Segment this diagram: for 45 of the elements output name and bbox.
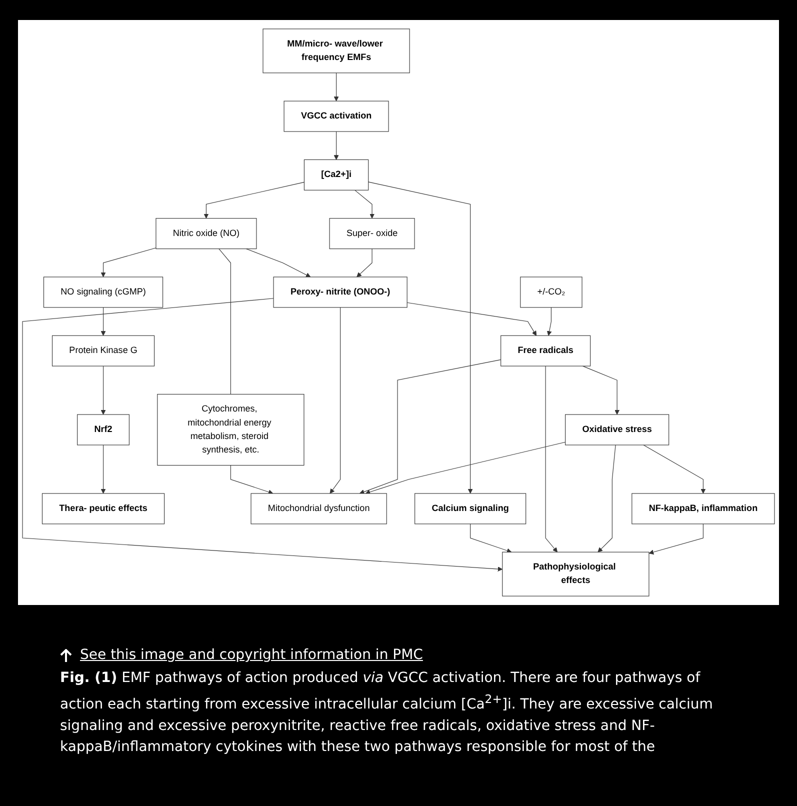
arrow	[230, 465, 274, 494]
arrow	[22, 298, 503, 572]
node-box: Free radicals	[500, 335, 591, 366]
arrow	[545, 366, 558, 552]
node-box: Nrf2	[77, 414, 130, 446]
node-box: Mitochondrial dysfunction	[250, 493, 387, 524]
figure-caption: Fig. (1) EMF pathways of action produced via VGCC activation. There are four pathways of action each starting from excessive intracellular calcium [Ca$^{2+}$]i. They are excessive calcium signaling and excessive peroxynitrite, reactive free radicals, oxidative stress and NF-kappaB/inflammatory cytokines with these two pathways responsible for most of the	[60, 669, 714, 757]
arrow	[334, 131, 339, 160]
connector	[218, 248, 231, 395]
node-box: Nitric oxide (NO)	[156, 218, 257, 250]
arrow	[359, 359, 502, 494]
arrow	[356, 248, 372, 278]
node-box: Oxidative stress	[565, 414, 670, 446]
arrow	[100, 248, 156, 278]
arrow	[648, 524, 704, 555]
arrow	[470, 524, 512, 553]
arrow	[643, 444, 706, 494]
arrow	[546, 307, 552, 336]
node-box: NF-kappaB, inflammation	[632, 493, 775, 524]
arrow	[582, 366, 620, 415]
node-box: Peroxy- nitrite (ONOO-)	[273, 276, 408, 308]
arrow	[100, 366, 106, 415]
arrow	[246, 248, 311, 278]
arrow	[365, 442, 566, 494]
node-box: Pathophysiological effects	[502, 552, 650, 596]
node-box: Cytochromes, mitochondrial energy metabolism, steroid synthesis, etc.	[157, 394, 304, 466]
arrow	[100, 307, 106, 336]
arrow	[368, 182, 473, 494]
arrow	[204, 182, 304, 219]
node-box: Calcium signaling	[414, 493, 526, 524]
node-box: Thera- peutic effects	[42, 493, 165, 524]
arrow	[100, 444, 106, 494]
node-box: Super- oxide	[329, 218, 415, 250]
node-box: +/-CO₂	[520, 276, 582, 308]
node-box: VGCC activation	[284, 100, 389, 132]
source-link: See this image and copyright information in PMC	[80, 646, 423, 665]
node-box: Protein Kinase G	[52, 335, 155, 366]
arrow	[330, 307, 341, 494]
node-box: [Ca2+]i	[304, 159, 369, 190]
node-box: NO signaling (cGMP)	[43, 276, 164, 308]
arrow	[334, 72, 339, 102]
node-box: MM/micro- wave/lower frequency EMFs	[262, 28, 410, 74]
arrow	[406, 302, 537, 336]
arrow	[354, 190, 375, 219]
arrow	[598, 444, 616, 552]
